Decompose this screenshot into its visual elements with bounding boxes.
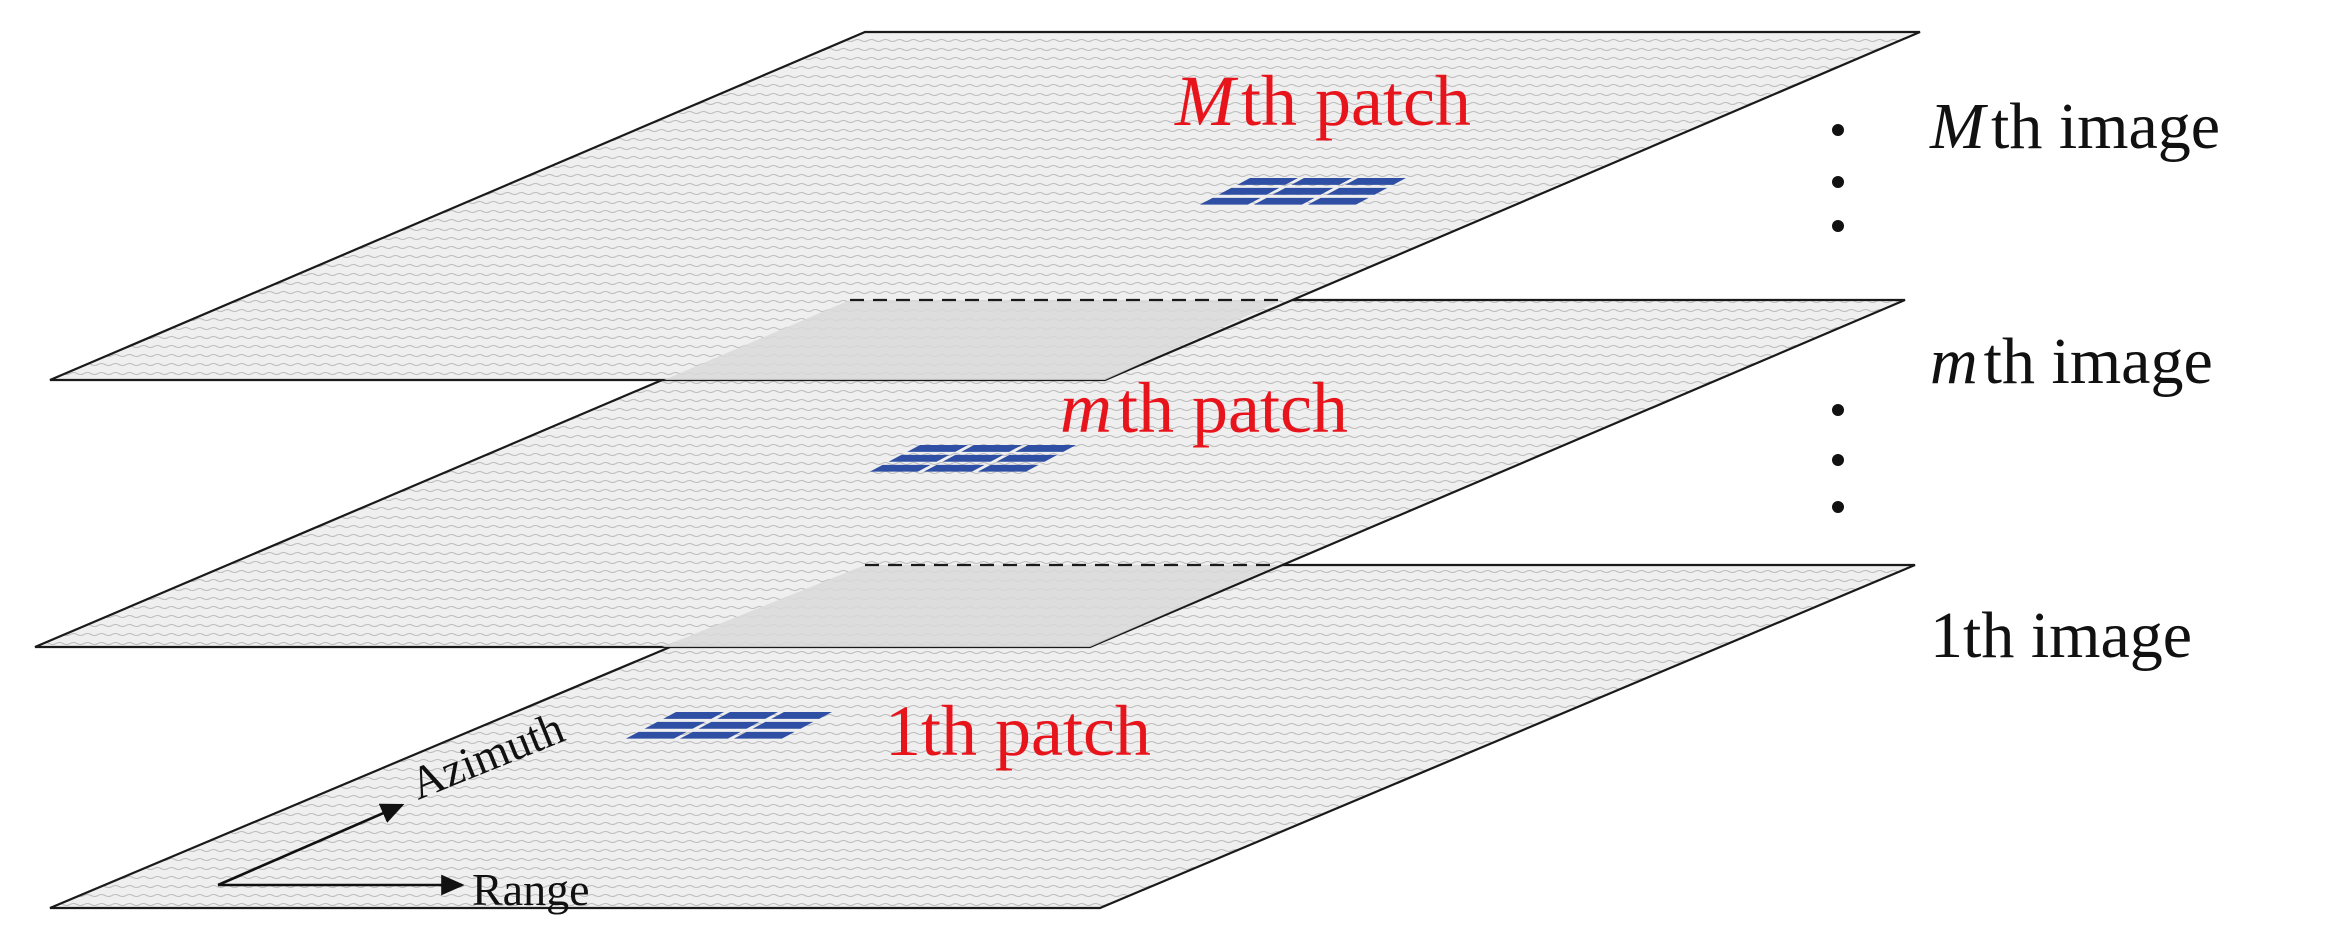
overlap-region-m-M [664, 300, 1282, 380]
patch-cell [1237, 178, 1298, 185]
patch-cell [625, 731, 687, 739]
ellipsis-lower [1832, 404, 1844, 513]
patch-cell [961, 445, 1022, 452]
patch-cell [888, 454, 950, 462]
patch-cell [907, 445, 968, 452]
patch-cell [752, 721, 814, 729]
patch-cell [977, 464, 1039, 472]
patch-cell [996, 454, 1058, 462]
patch-cell [717, 712, 778, 719]
patch-marker-m [869, 445, 1076, 472]
ellipsis-upper [1832, 124, 1844, 232]
patch-cell [1015, 445, 1076, 452]
patch-cell [1253, 197, 1315, 205]
overlap-region-1-m [662, 565, 1278, 647]
patch-cell [771, 712, 832, 719]
patch-cell [1291, 178, 1352, 185]
image-label-1: 1th image [1930, 599, 2192, 672]
patch-label-M: Mth patch [1174, 61, 1471, 141]
patch-cell [1345, 178, 1406, 185]
range-axis-label: Range [472, 864, 590, 915]
patch-cell [869, 464, 931, 472]
patch-label-m: mth patch [1060, 368, 1348, 448]
image-plane-1 [49, 563, 1916, 910]
patch-cell [942, 454, 1004, 462]
patch-cell [1272, 187, 1334, 195]
patch-cell [644, 721, 706, 729]
patch-label-1: 1th patch [885, 691, 1151, 771]
patch-cell [698, 721, 760, 729]
patch-cell [923, 464, 985, 472]
patch-cell [679, 731, 741, 739]
image-label-m: mth image [1930, 325, 2213, 398]
patch-cell [1218, 187, 1280, 195]
patch-cell [1199, 197, 1261, 205]
azimuth-axis-arrow [217, 803, 405, 887]
patch-marker-1 [625, 712, 832, 739]
image-label-M: Mth image [1929, 90, 2220, 163]
patch-marker-M [1199, 178, 1406, 205]
patch-cell [1326, 187, 1388, 195]
patch-cell [733, 731, 795, 739]
patch-cell [1307, 197, 1369, 205]
patch-cell [663, 712, 724, 719]
